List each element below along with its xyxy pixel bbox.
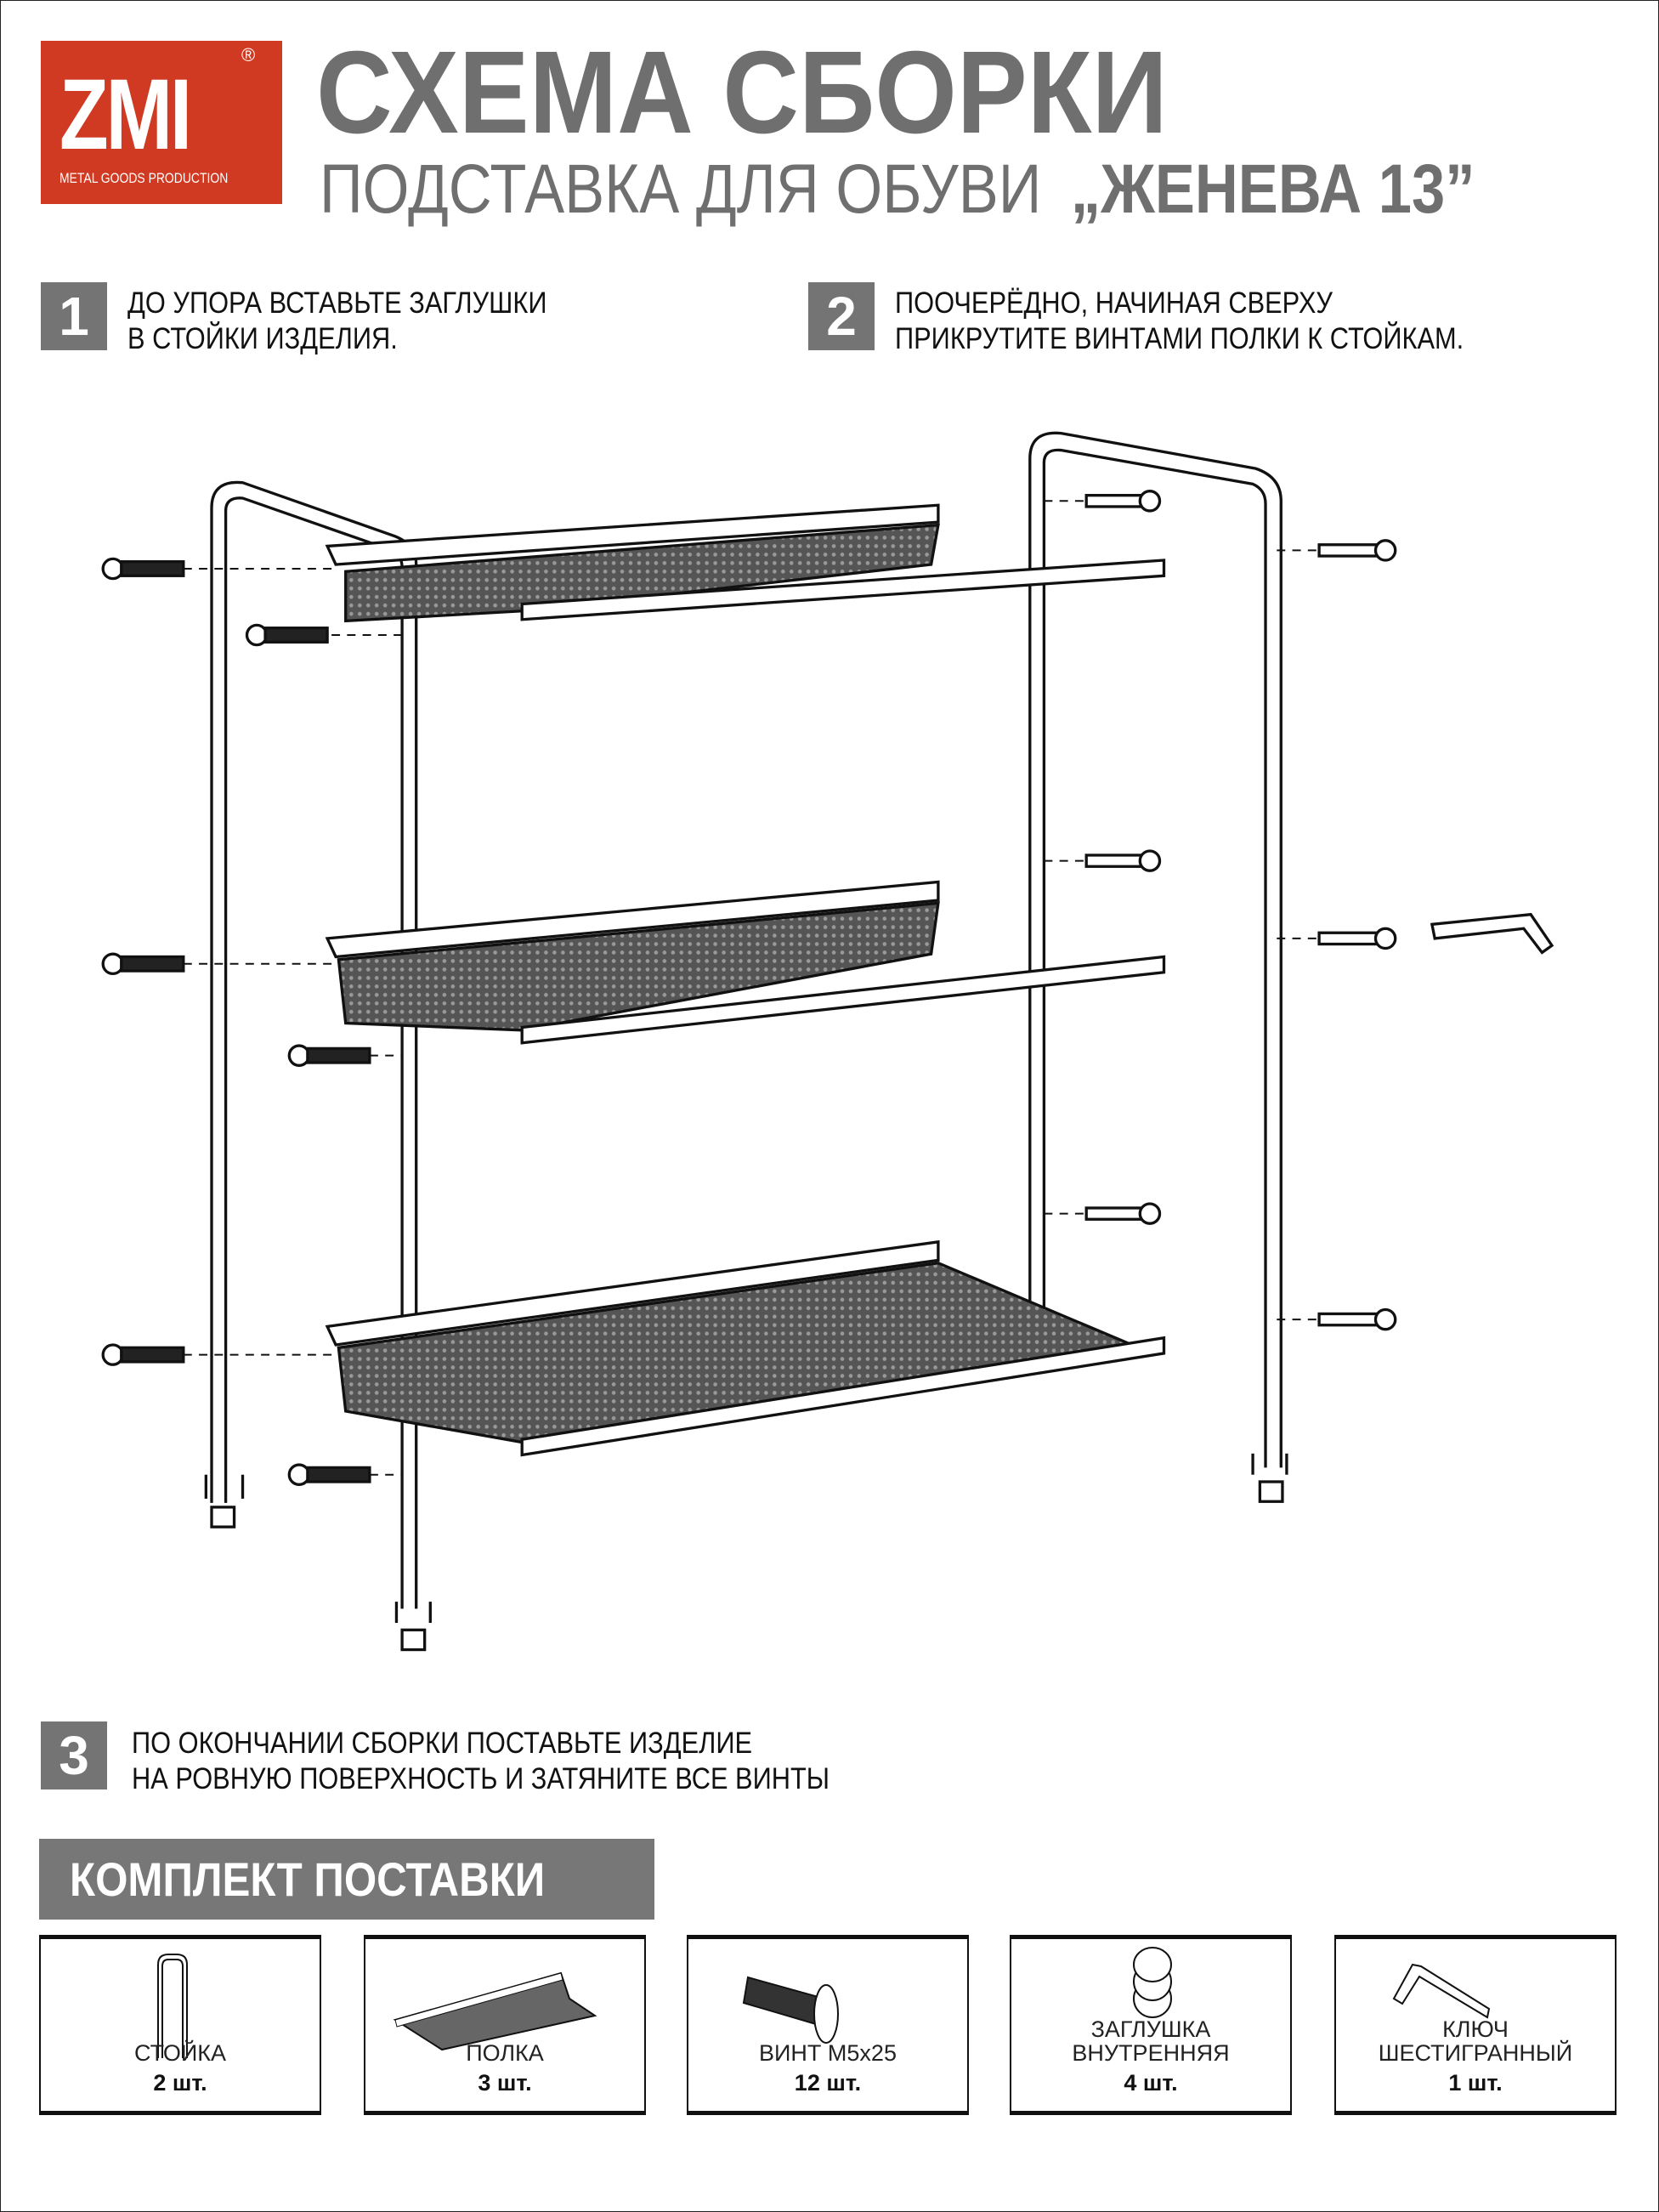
screws [101, 490, 1397, 1486]
step-1-line-1: ДО УПОРА ВСТАВЬТЕ ЗАГЛУШКИ [127, 286, 547, 320]
plugs [204, 1453, 1288, 1652]
screw-icon [1084, 490, 1162, 513]
shelf-middle [325, 880, 1166, 1045]
alignment-lines [183, 500, 1320, 1476]
kit-item-screw: ВИНТ М5х25 12 шт. [687, 1935, 969, 2115]
kit-banner: КОМПЛЕКТ ПОСТАВКИ [39, 1839, 654, 1920]
screw-icon [1317, 927, 1397, 950]
right-frame [1028, 431, 1282, 1468]
shelf-top [325, 503, 1166, 623]
step-3-badge: 3 [41, 1721, 107, 1789]
kit-item-name: КЛЮЧ ШЕСТИГРАННЫЙ [1378, 2016, 1573, 2066]
kit-item-post: СТОЙКА 2 шт. [39, 1935, 321, 2115]
hex-key-icon [1392, 1963, 1491, 2019]
screw-icon [101, 1343, 185, 1366]
zmi-logo: ZMI ® METAL GOODS PRODUCTION [41, 41, 282, 204]
logo-brand: ZMI [59, 59, 192, 171]
left-frame [210, 480, 418, 1609]
kit-item-qty: 4 шт. [1124, 2070, 1178, 2096]
screw-icon [101, 557, 185, 581]
step-2-badge: 2 [808, 282, 875, 350]
screw-icon [245, 623, 329, 647]
kit-item-shelf: ПОЛКА 3 шт. [364, 1935, 646, 2115]
screw-icon [1317, 1307, 1397, 1331]
kit-item-name: ПОЛКА [466, 2040, 544, 2066]
kit-item-qty: 3 шт. [478, 2070, 532, 2096]
screw-icon [742, 1976, 839, 2044]
kit-item-name: ЗАГЛУШКА ВНУТРЕННЯЯ [1072, 2016, 1230, 2066]
hex-key-icon [1430, 912, 1554, 955]
screw-icon [1317, 539, 1397, 562]
subtitle-text: ПОДСТАВКА ДЛЯ ОБУВИ [320, 150, 1042, 228]
plug-icon [1251, 1453, 1288, 1503]
logo-tagline: METAL GOODS PRODUCTION [59, 170, 229, 186]
screw-icon [287, 1463, 371, 1486]
plug-icon [204, 1474, 245, 1529]
shelf-bottom [325, 1239, 1166, 1457]
step-2-line-2: ПРИКРУТИТЕ ВИНТАМИ ПОЛКИ К СТОЙКАМ. [895, 322, 1464, 355]
kit-item-plug: ЗАГЛУШКА ВНУТРЕННЯЯ 4 шт. [1010, 1935, 1292, 2115]
step-3-line-2: НА РОВНУЮ ПОВЕРХНОСТЬ И ЗАТЯНИТЕ ВСЕ ВИН… [132, 1762, 830, 1795]
screw-icon [1084, 849, 1162, 872]
kit-item-name: СТОЙКА [133, 2040, 227, 2066]
kit-item-qty: 2 шт. [153, 2070, 207, 2096]
screw-icon [1084, 1202, 1162, 1225]
model-name: „ЖЕНЕВА 13” [1070, 150, 1475, 228]
step-1-badge: 1 [41, 282, 107, 350]
screw-icon [101, 952, 185, 976]
logo-registered: ® [241, 44, 256, 65]
page-subtitle: ПОДСТАВКА ДЛЯ ОБУВИ„ЖЕНЕВА 13” [320, 155, 1475, 224]
frame-post-icon [157, 1954, 188, 2058]
kit-item-hex-key: КЛЮЧ ШЕСТИГРАННЫЙ 1 шт. [1334, 1935, 1617, 2115]
kit-item-name: ВИНТ М5х25 [759, 2040, 897, 2066]
page-title: СХЕМА СБОРКИ [316, 27, 1168, 158]
screw-icon [287, 1044, 371, 1067]
kit-item-qty: 12 шт. [794, 2070, 862, 2096]
step-2-line-1: ПООЧЕРЁДНО, НАЧИНАЯ СВЕРХУ [895, 286, 1333, 320]
kit-title: КОМПЛЕКТ ПОСТАВКИ [70, 1852, 546, 1906]
step-3-line-1: ПО ОКОНЧАНИИ СБОРКИ ПОСТАВЬТЕ ИЗДЕЛИЕ [132, 1727, 753, 1760]
plug-icon [394, 1602, 432, 1652]
kit-item-qty: 1 шт. [1448, 2070, 1503, 2096]
step-1-line-2: В СТОЙКИ ИЗДЕЛИЯ. [127, 322, 398, 355]
plug-icon [1133, 1947, 1172, 2018]
shelf-icon [393, 1971, 597, 2051]
